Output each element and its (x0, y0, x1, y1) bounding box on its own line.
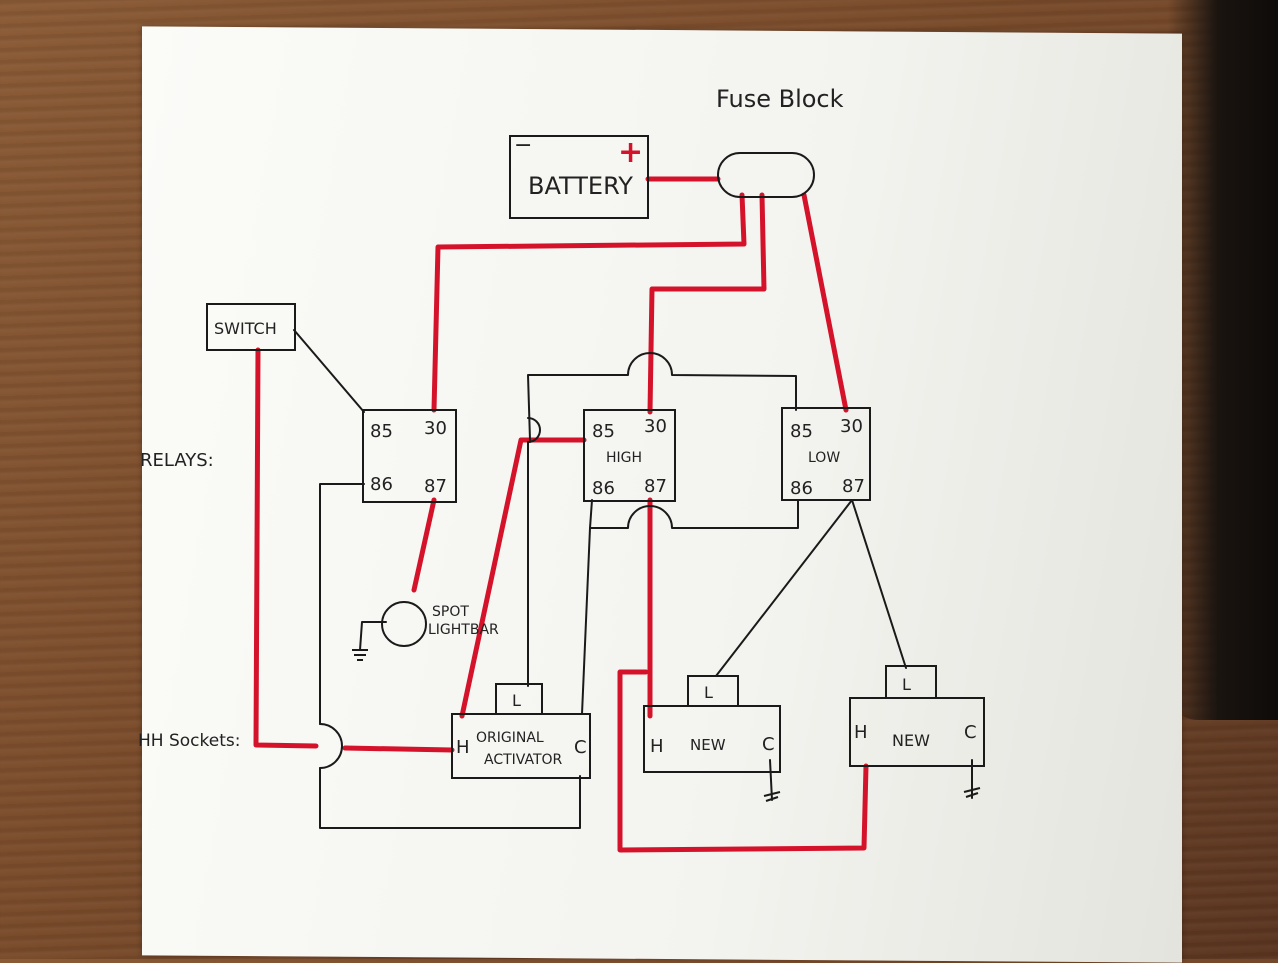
diagram-text: Fuse Block − + BATTERY SWITCH RELAYS: HH… (138, 85, 977, 768)
new2-l-box (885, 665, 937, 699)
battery-pos-label: + (618, 135, 643, 170)
wire-low87-new1 (715, 499, 853, 677)
wire-loop-new2 (617, 669, 869, 853)
wire-fuse-low30 (801, 192, 849, 413)
relay-high-86: 86 (592, 478, 615, 499)
relay-spot-30: 30 (424, 418, 447, 439)
wire-hop-left (527, 417, 541, 443)
original-line1: ORIGINAL (476, 730, 544, 746)
relay-high-85: 85 (592, 421, 615, 442)
relay-spot-87: 87 (424, 476, 447, 497)
wire-switch-socket (253, 347, 319, 749)
component-boxes (206, 135, 985, 779)
relay-low-87: 87 (842, 476, 865, 497)
wire-spot87-light (411, 497, 437, 593)
wire-fuse-high30 (647, 192, 767, 415)
ground-symbols (352, 649, 981, 802)
battery-label: BATTERY (528, 172, 633, 200)
relay-high-box (583, 409, 676, 502)
ground-icon (763, 791, 781, 802)
spot-lightbar-circle (381, 601, 427, 647)
new2-l-label: L (902, 675, 911, 694)
wire-hop-socket (319, 723, 343, 769)
original-activator-box (451, 713, 591, 779)
relay-low-86: 86 (790, 478, 813, 499)
wire-original-high85 (459, 437, 587, 719)
new1-name: NEW (690, 736, 726, 754)
relay-high-87: 87 (644, 476, 667, 497)
wire-switch-spot85 (293, 329, 365, 413)
original-h-label: H (456, 737, 470, 758)
relay-low-box (781, 407, 871, 501)
wire-low87-new2 (851, 499, 907, 669)
signal-wires (293, 329, 973, 829)
ground-icon (352, 649, 368, 661)
battery-neg-label: − (514, 133, 532, 158)
new1-l-label: L (704, 683, 713, 702)
relay-spot-86: 86 (370, 474, 393, 495)
wire-bottom-return (319, 767, 581, 829)
wire-fuse-spot30 (431, 192, 747, 413)
new2-h-label: H (854, 722, 868, 743)
wire-socket-original-h (342, 745, 455, 753)
dark-object-edge (1168, 0, 1278, 720)
wire-high86-original (581, 527, 591, 715)
relay-low-name: LOW (808, 450, 840, 466)
wire-high86-low86 (589, 499, 799, 529)
original-line2: ACTIVATOR (484, 752, 563, 768)
relay-low-85: 85 (790, 421, 813, 442)
original-l-box (495, 683, 543, 715)
switch-box (206, 303, 296, 351)
new2-name: NEW (892, 731, 930, 750)
new1-h-label: H (650, 736, 664, 757)
spot-label-line1: SPOT (432, 604, 469, 620)
fuse-block-shape (717, 152, 815, 198)
switch-label: SWITCH (214, 319, 277, 338)
relay-spot-85: 85 (370, 421, 393, 442)
relay-low-30: 30 (840, 416, 863, 437)
spot-label-line2: LIGHTBAR (428, 622, 499, 638)
ground-icon (963, 787, 981, 798)
wire-light-ground (359, 621, 387, 651)
title-fuse-block: Fuse Block (716, 85, 844, 113)
power-wires (253, 176, 869, 853)
relay-high-30: 30 (644, 416, 667, 437)
new1-c-label: C (762, 734, 775, 755)
battery-box (509, 135, 649, 219)
new2-c-label: C (964, 722, 977, 743)
original-c-label: C (574, 737, 587, 758)
original-l-label: L (512, 691, 521, 710)
wire-top-bus (527, 352, 797, 441)
relays-label: RELAYS: (140, 450, 214, 471)
sockets-label: HH Sockets: (138, 731, 240, 751)
relay-spot-box (362, 409, 457, 503)
wire-spot86-return (319, 483, 365, 725)
new1-l-box (687, 675, 739, 707)
relay-high-name: HIGH (606, 450, 642, 466)
